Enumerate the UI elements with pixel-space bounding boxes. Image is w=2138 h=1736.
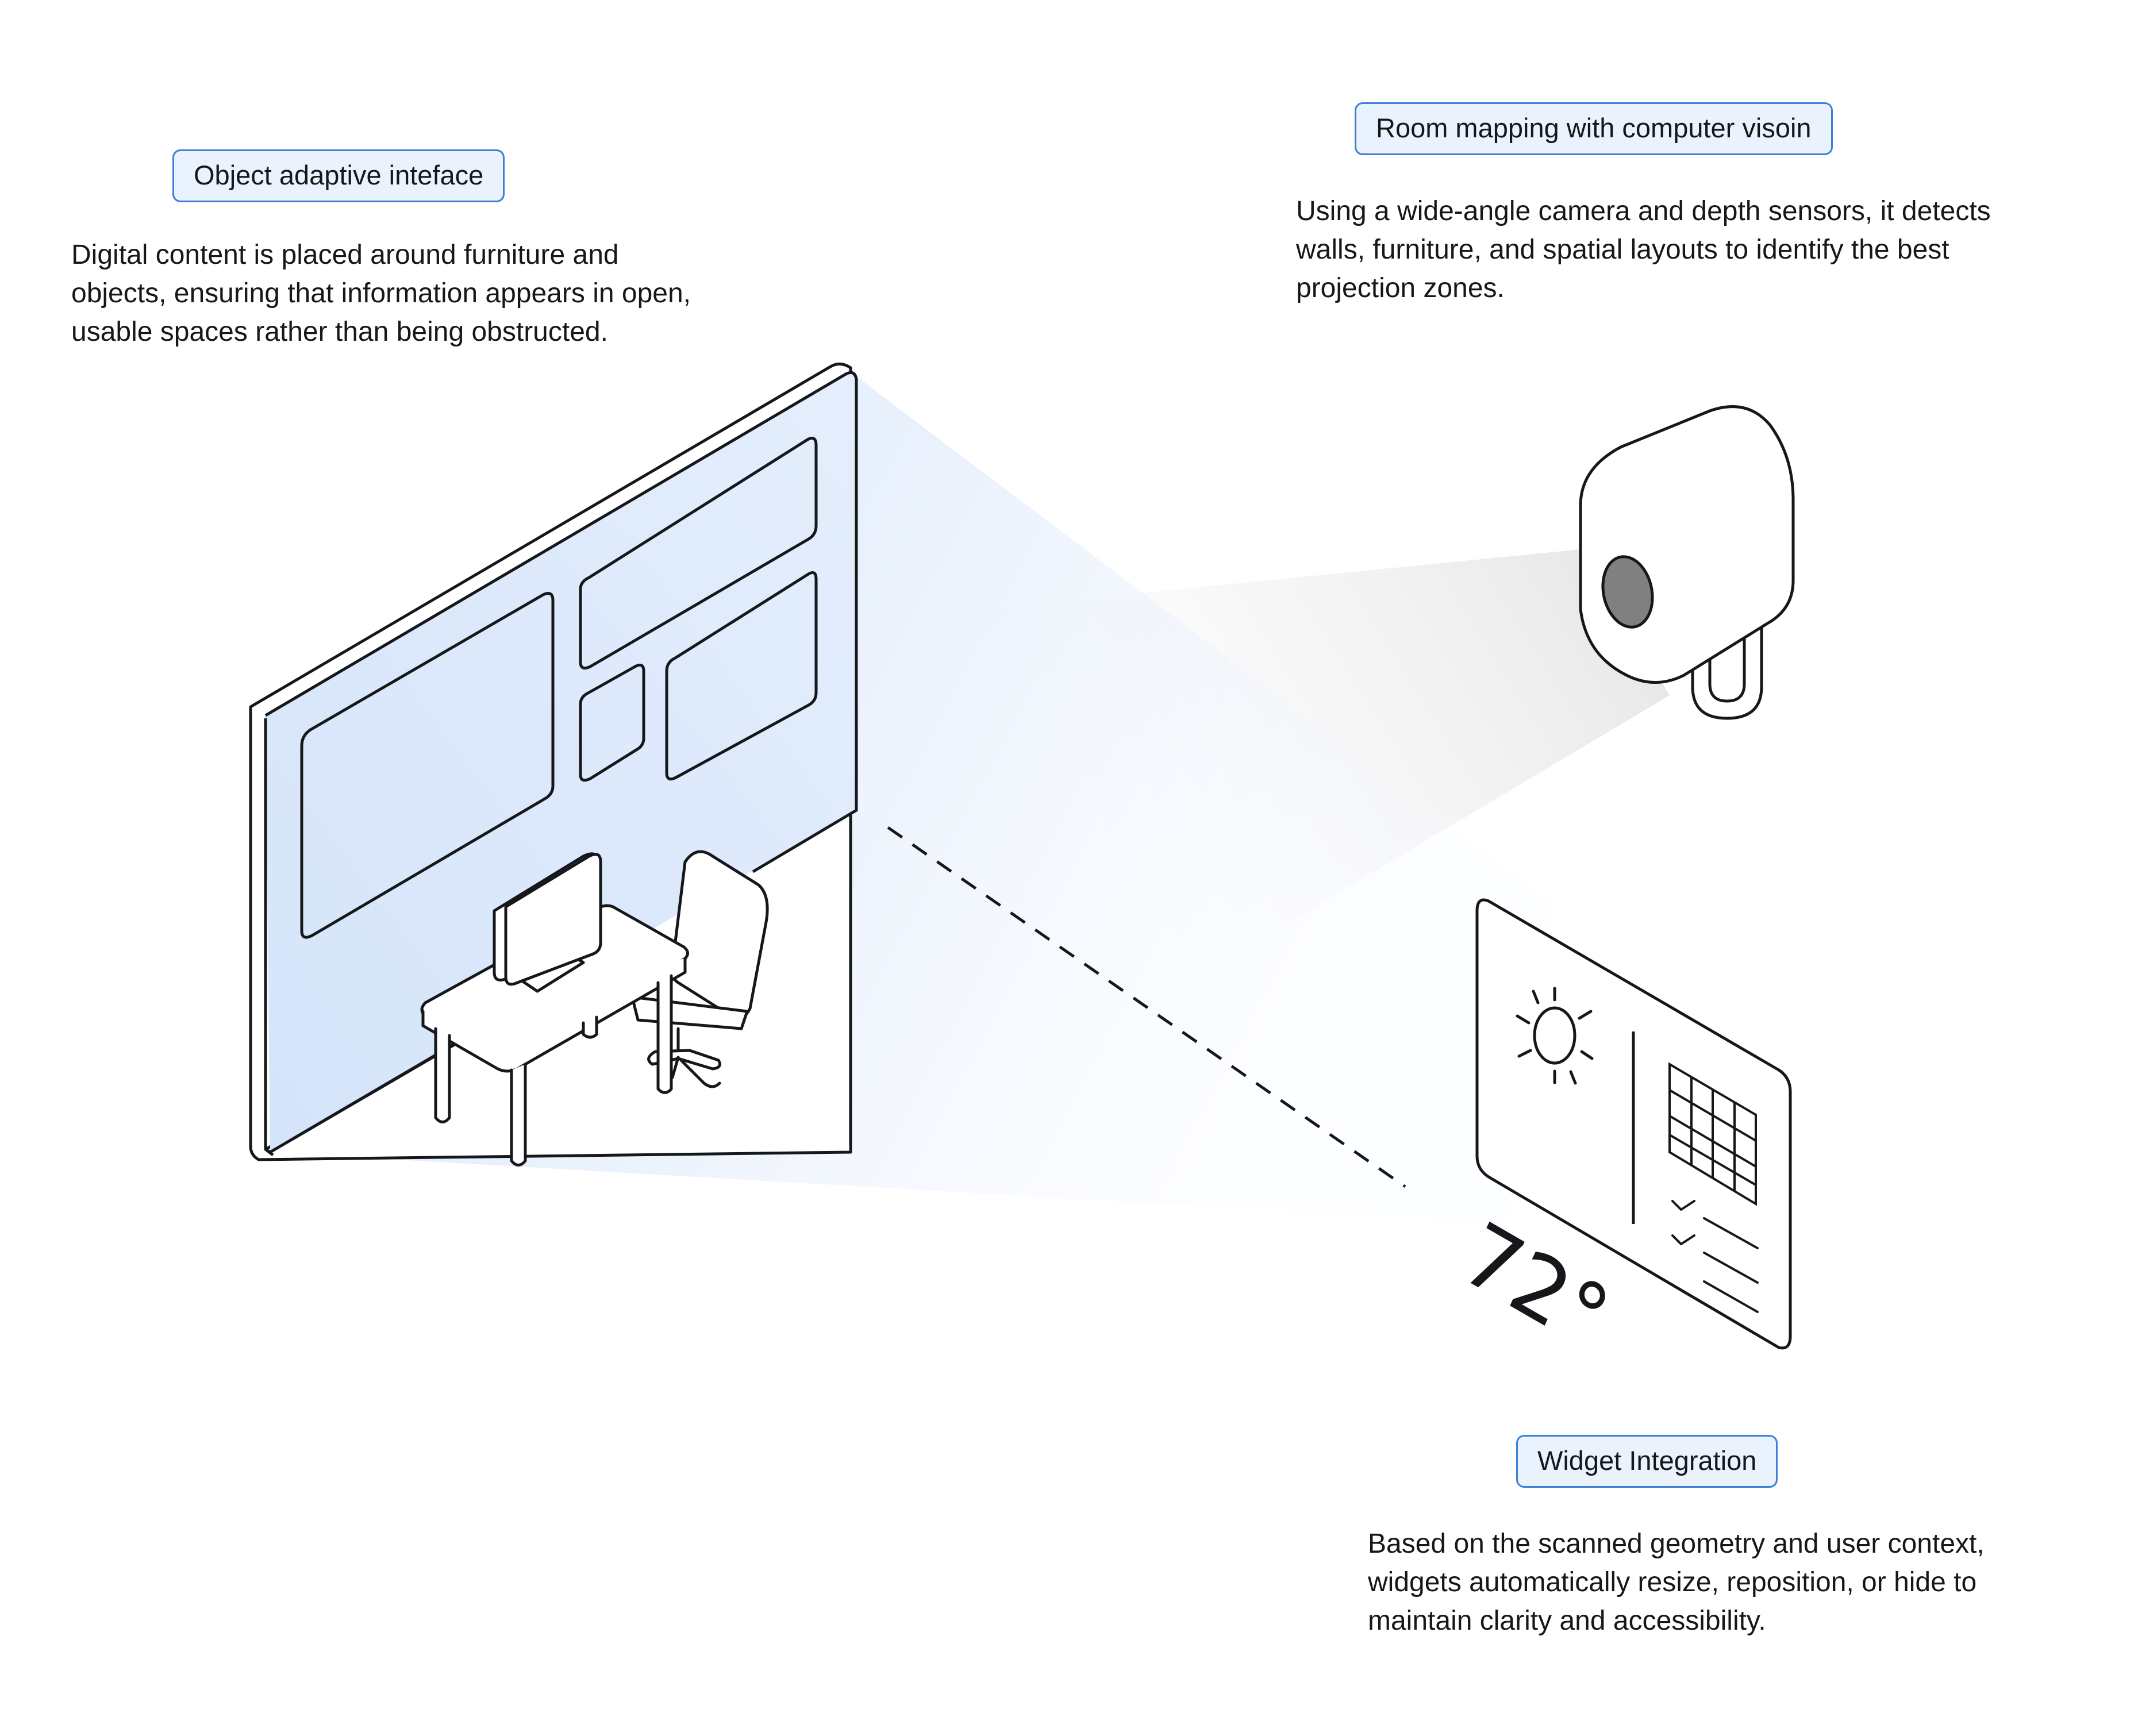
widget-card: 72° xyxy=(1448,898,1792,1371)
camera-lens xyxy=(1601,555,1654,629)
camera-device xyxy=(1579,405,1795,720)
widget-integration-description: Based on the scanned geometry and user c… xyxy=(1368,1529,1985,1636)
callout-object-adaptive: Object adaptive inteface Digital content… xyxy=(71,149,715,351)
dashed-connector xyxy=(887,826,1406,1188)
object-adaptive-tag: Object adaptive inteface xyxy=(172,149,505,202)
room-mapping-description: Using a wide-angle camera and depth sens… xyxy=(1296,196,1991,303)
callout-widget-integration: Widget Integration Based on the scanned … xyxy=(1368,1435,2058,1640)
wall-panels xyxy=(300,437,818,939)
checklist-icon xyxy=(1671,1200,1759,1313)
callout-room-mapping: Room mapping with computer visoin Using … xyxy=(1296,102,2020,307)
calendar-grid-icon xyxy=(1668,1062,1757,1206)
object-adaptive-description: Digital content is placed around furnitu… xyxy=(71,240,691,347)
room-mapping-tag: Room mapping with computer visoin xyxy=(1355,102,1833,155)
monitor xyxy=(493,852,602,993)
widget-integration-tag: Widget Integration xyxy=(1516,1435,1778,1488)
office-chair xyxy=(630,850,769,1088)
sun-icon xyxy=(1516,987,1594,1085)
